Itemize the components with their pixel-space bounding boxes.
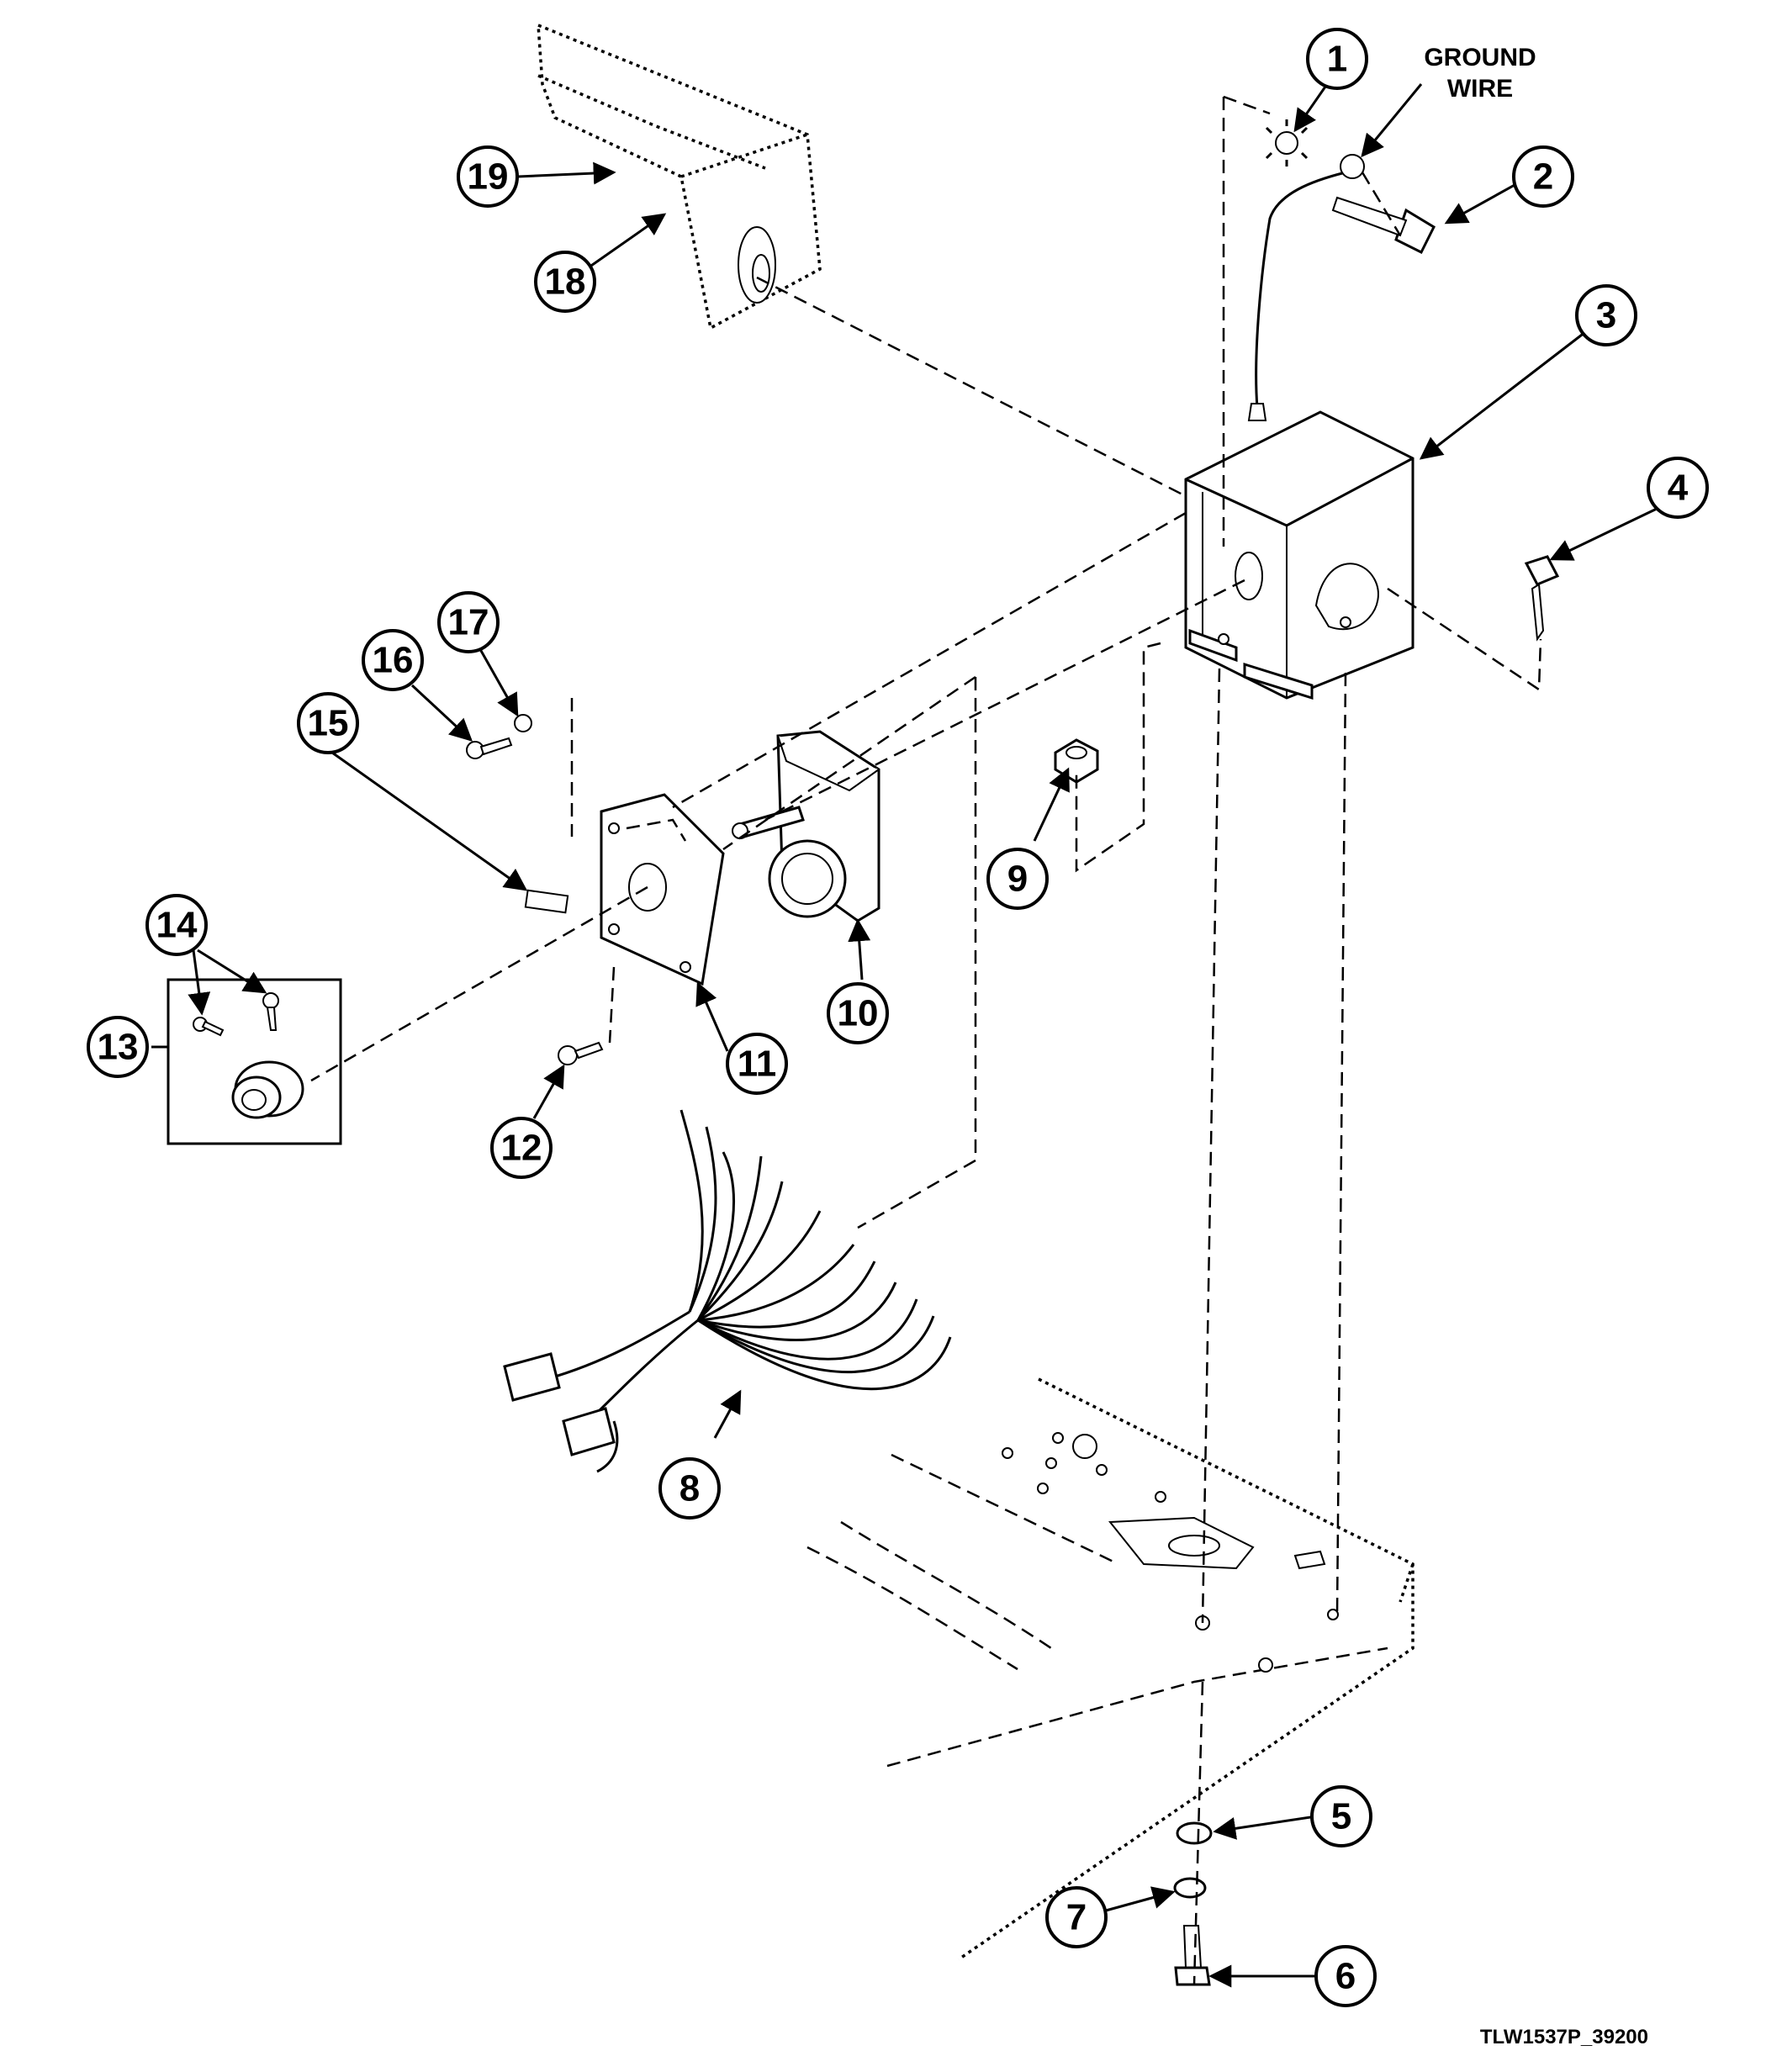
ground-wire-label-line1: GROUND (1424, 44, 1536, 71)
flat-washer-icon (1176, 1821, 1213, 1845)
timer-bracket (1184, 410, 1414, 700)
knob-assembly (151, 978, 342, 1145)
callout-4: 4 (1647, 457, 1709, 519)
bottom-bolt-icon (1174, 1925, 1211, 1986)
callout-8: 8 (658, 1457, 721, 1520)
svg-text:2: 2 (1533, 156, 1553, 198)
bolt-icon (1331, 196, 1436, 255)
star-washer-icon (1265, 119, 1309, 166)
svg-text:10: 10 (838, 993, 879, 1034)
callout-9: 9 (986, 848, 1049, 910)
callout-11: 11 (726, 1033, 788, 1095)
small-screw-icon (466, 737, 513, 759)
callout-2: 2 (1512, 145, 1574, 208)
callout-6: 6 (1314, 1945, 1377, 2007)
svg-text:6: 6 (1335, 1956, 1356, 1997)
ground-wire-label-line2: WIRE (1447, 75, 1513, 103)
lock-washer-icon (1173, 1877, 1207, 1899)
callout-15: 15 (297, 692, 359, 754)
svg-text:15: 15 (308, 703, 349, 744)
connector-icon (562, 1407, 616, 1456)
timer-plate (600, 793, 725, 986)
callout-3: 3 (1575, 284, 1637, 346)
svg-text:13: 13 (98, 1027, 139, 1068)
callout-17: 17 (437, 591, 500, 653)
svg-text:19: 19 (468, 156, 509, 198)
callout-10: 10 (827, 982, 889, 1044)
svg-text:16: 16 (373, 640, 414, 681)
callout-5: 5 (1310, 1785, 1372, 1847)
leader-lines (188, 75, 1658, 1988)
svg-text:7: 7 (1066, 1897, 1087, 1938)
ground-wire (1247, 154, 1365, 421)
svg-text:14: 14 (156, 905, 198, 946)
svg-text:1: 1 (1327, 39, 1347, 80)
svg-text:8: 8 (679, 1468, 700, 1509)
callout-14: 14 (145, 894, 208, 956)
set-screw-icon (193, 992, 279, 1037)
label-decal (524, 889, 569, 914)
callout-19: 19 (457, 145, 519, 208)
svg-text:18: 18 (545, 262, 586, 303)
callout-18: 18 (534, 251, 596, 313)
callout-12: 12 (490, 1117, 553, 1179)
svg-text:4: 4 (1668, 468, 1689, 509)
callout-16: 16 (362, 629, 424, 691)
plate-screw-icon (558, 1041, 604, 1065)
timer-motor (732, 730, 880, 922)
drawing-number: TLW1537P_39200 (1480, 2026, 1648, 2048)
svg-text:9: 9 (1007, 859, 1028, 900)
knob-icon (231, 1060, 304, 1119)
callout-1: 1 (1306, 28, 1368, 90)
svg-text:5: 5 (1331, 1796, 1351, 1837)
callout-13: 13 (87, 1016, 149, 1078)
cabinet-top (806, 1377, 1414, 1961)
assembly-lines (310, 95, 1542, 1985)
svg-text:3: 3 (1596, 295, 1616, 336)
svg-text:17: 17 (448, 602, 489, 643)
svg-text:12: 12 (501, 1128, 542, 1169)
screw-icon (1524, 555, 1560, 642)
wire-harness (503, 1109, 952, 1473)
callout-7: 7 (1045, 1886, 1108, 1948)
lock-washer-icon (514, 714, 532, 732)
svg-text:11: 11 (738, 1044, 777, 1085)
connector-icon (503, 1352, 561, 1402)
